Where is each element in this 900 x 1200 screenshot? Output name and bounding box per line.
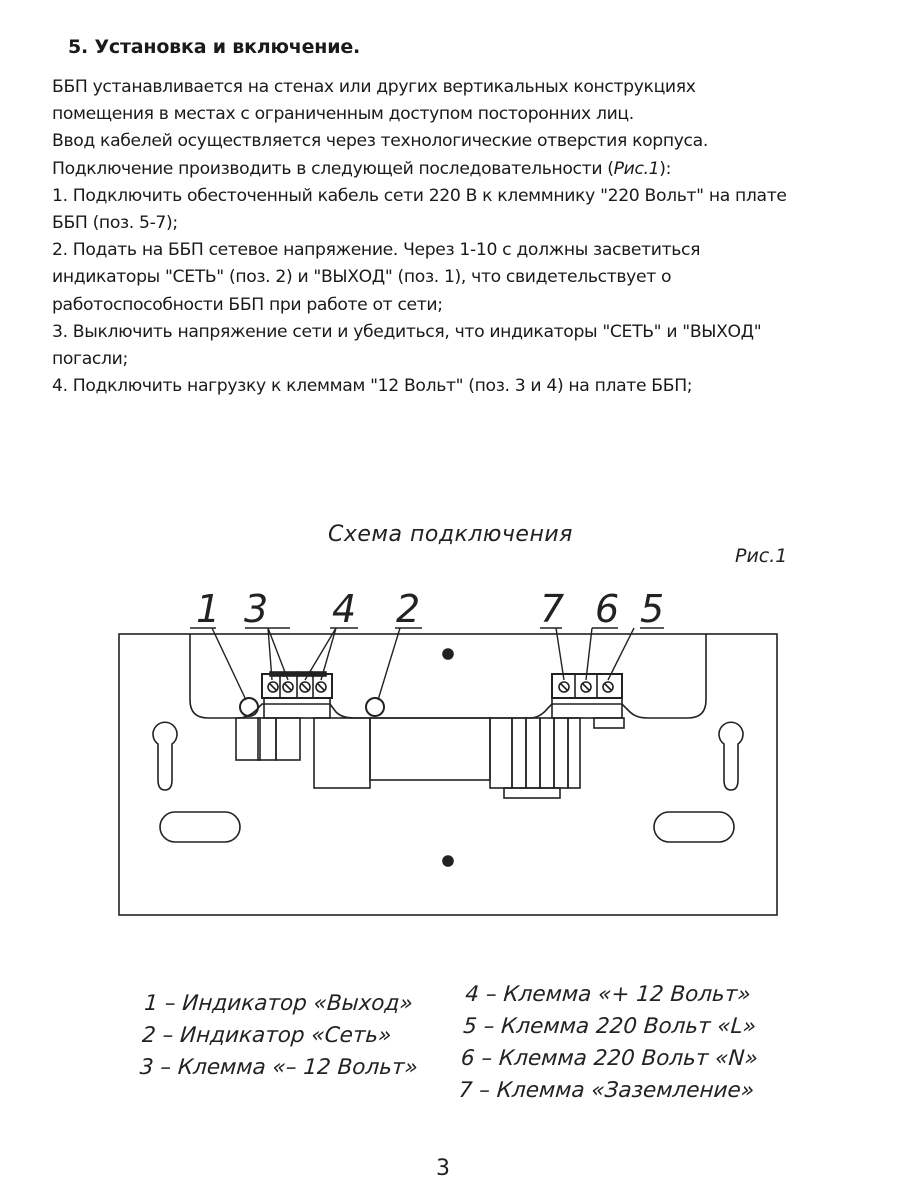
terminal-block-12v (261, 671, 333, 719)
sequence-intro-after: ): (659, 158, 672, 179)
callout-2: 2 (396, 587, 420, 631)
body-line: помещения в местах с ограниченным доступ… (52, 104, 634, 125)
callout-leaders (190, 627, 664, 701)
callout-7: 7 (540, 587, 564, 631)
board-components (235, 717, 581, 799)
oblong-slot-left (159, 811, 241, 843)
step-line: индикаторы "СЕТЬ" (поз. 2) и "ВЫХОД" (по… (52, 267, 672, 288)
keyhole-slot-right (718, 721, 744, 791)
body-text: ББП устанавливается на стенах или других… (52, 74, 872, 400)
section-heading: 5. Установка и включение. (68, 36, 361, 58)
callout-3: 3 (244, 587, 268, 631)
step-line: 3. Выключить напряжение сети и убедиться… (52, 321, 762, 342)
step-line: 1. Подключить обесточенный кабель сети 2… (52, 185, 787, 206)
screw-hole-top (442, 648, 454, 660)
figure-reference-link: Рис.1 (613, 158, 660, 179)
legend-right: 4 – Клемма «+ 12 Вольт» 5 – Клемма 220 В… (458, 979, 764, 1107)
callout-6: 6 (595, 587, 619, 631)
figure-number: Рис.1 (735, 545, 788, 567)
legend-item: 6 – Клемма 220 Вольт «N» (460, 1046, 759, 1071)
step-line: работоспособности ББП при работе от сети… (52, 294, 443, 315)
callout-4: 4 (332, 587, 356, 631)
connection-diagram: 1 3 4 2 7 6 5 (118, 587, 778, 916)
callout-5: 5 (640, 587, 664, 631)
page-number: 3 (436, 1156, 450, 1181)
legend-item: 4 – Клемма «+ 12 Вольт» (464, 982, 752, 1007)
screw-hole-bottom (442, 855, 454, 867)
housing-plate (118, 633, 778, 916)
sequence-intro: Подключение производить в следующей посл… (52, 156, 872, 183)
legend-left: 1 – Индикатор «Выход» 2 – Индикатор «Сет… (139, 988, 424, 1084)
indicator-network (365, 697, 385, 717)
sequence-intro-before: Подключение производить в следующей посл… (52, 158, 614, 179)
body-line: Ввод кабелей осуществляется через технол… (52, 131, 708, 152)
step-line: погасли; (52, 349, 128, 370)
step-line: 4. Подключить нагрузку к клеммам "12 Вол… (52, 376, 693, 397)
step-line: 2. Подать на ББП сетевое напряжение. Чер… (52, 240, 701, 261)
terminal-block-220v (551, 673, 625, 729)
body-line: ББП устанавливается на стенах или других… (52, 77, 696, 97)
legend-item: 3 – Клемма «– 12 Вольт» (138, 1055, 419, 1080)
legend-item: 7 – Клемма «Заземление» (457, 1078, 755, 1103)
figure-caption: Схема подключения (328, 522, 573, 547)
indicator-output (239, 697, 259, 717)
board-recess (189, 634, 707, 719)
legend-item: 5 – Клемма 220 Вольт «L» (462, 1014, 757, 1039)
legend-item: 2 – Индикатор «Сеть» (141, 1023, 393, 1048)
step-line: ББП (поз. 5-7); (52, 213, 178, 234)
keyhole-slot-left (152, 721, 178, 791)
oblong-slot-right (653, 811, 735, 843)
callout-1: 1 (196, 587, 220, 631)
legend-item: 1 – Индикатор «Выход» (143, 991, 414, 1016)
